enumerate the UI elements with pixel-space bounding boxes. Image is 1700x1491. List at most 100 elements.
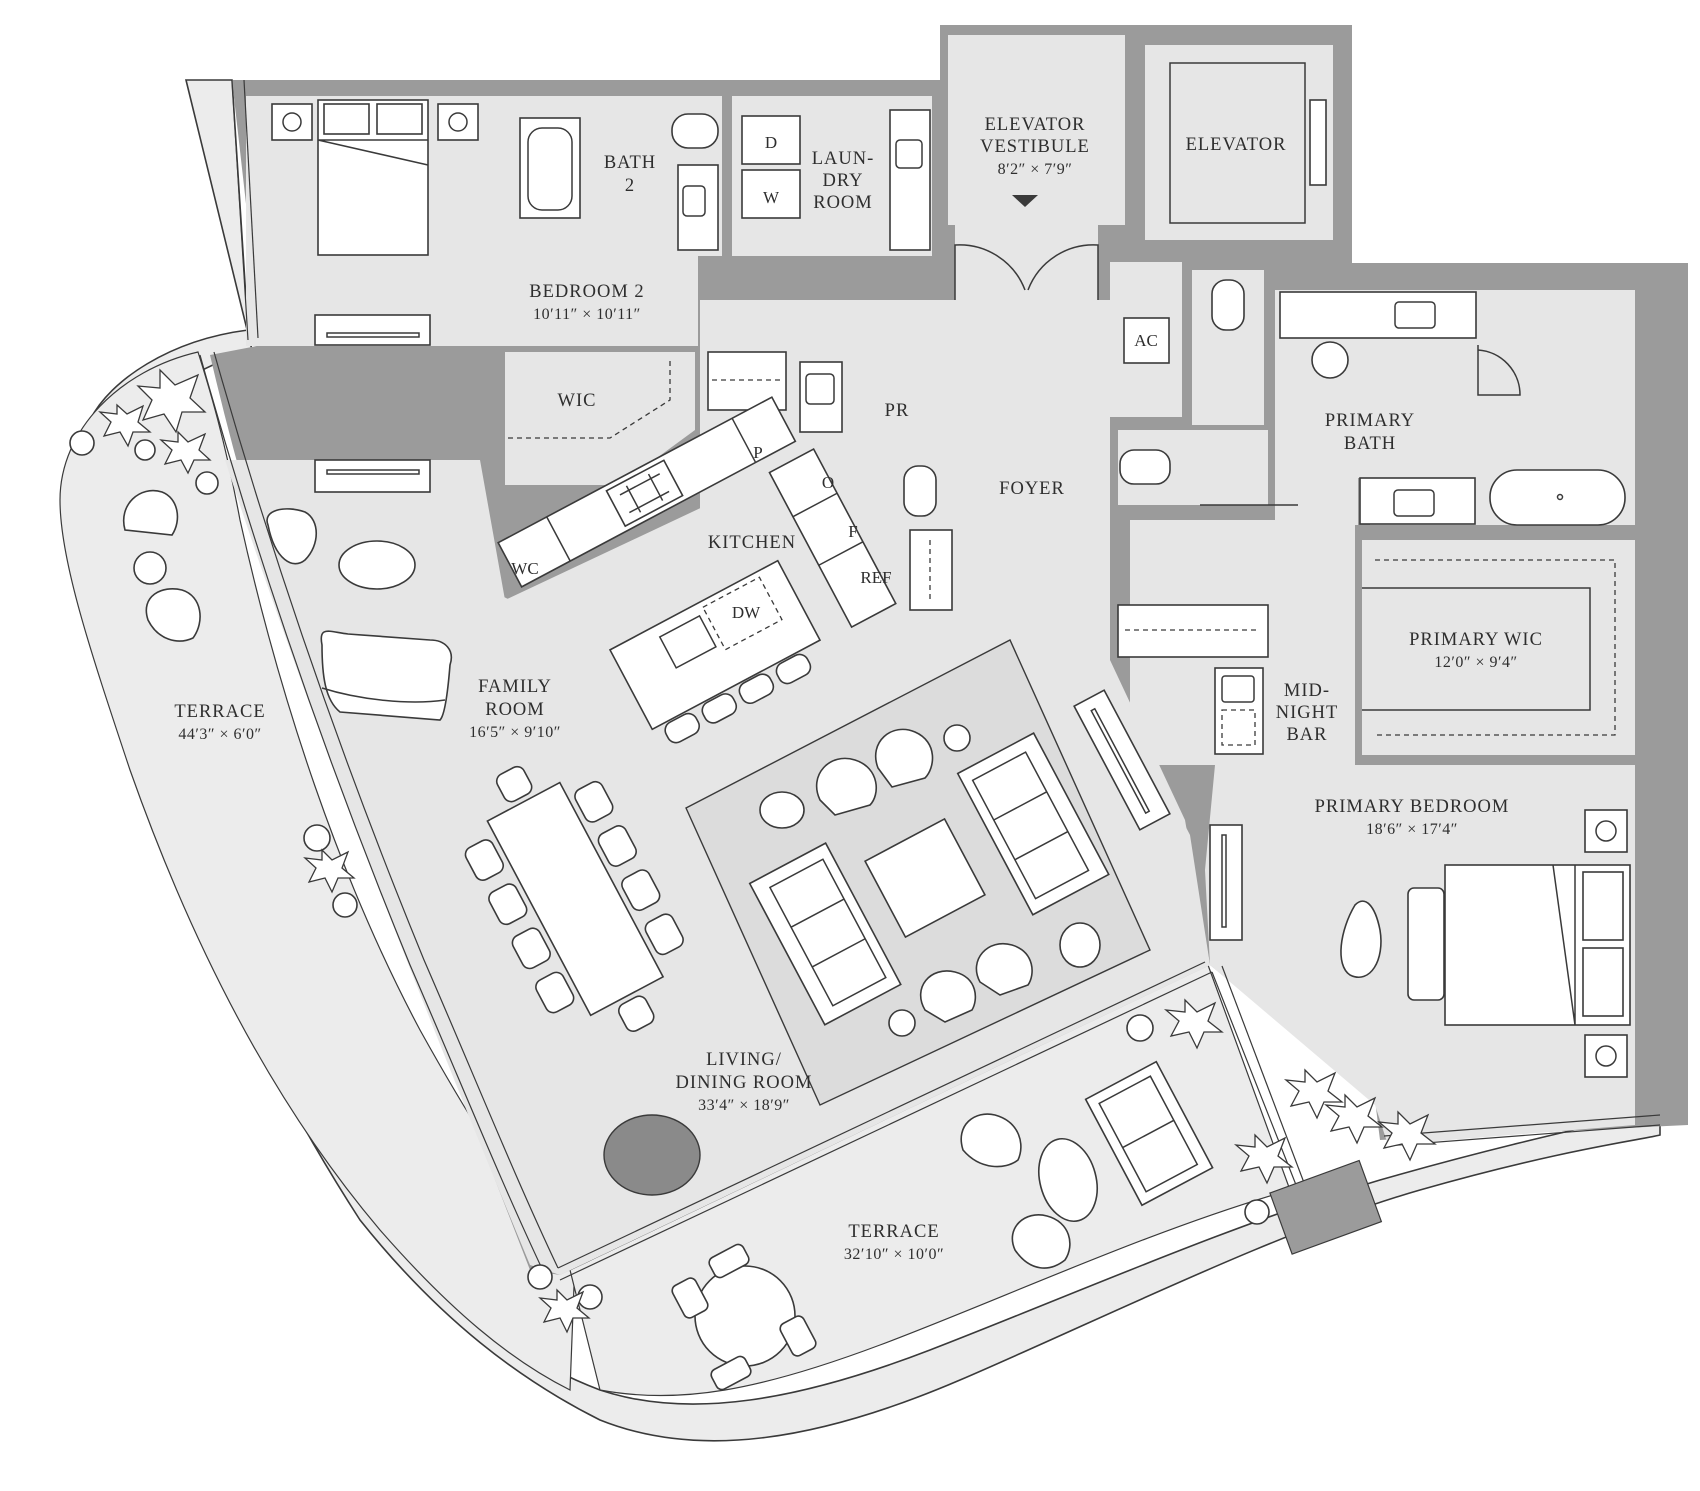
bed2-sheet — [317, 139, 429, 166]
dining-chair-l3 — [511, 927, 551, 970]
terrace-dining-chair-right — [779, 1315, 817, 1357]
primary-bed-pillow-bottom — [1582, 947, 1624, 1017]
laundry-name-2: DRY — [822, 171, 863, 191]
terrace-west-dims: 44′3″ × 6′0″ — [178, 726, 261, 743]
freezer-label: F — [848, 522, 857, 541]
terrace-west-side-table-3 — [134, 439, 156, 461]
pr-name: PR — [885, 401, 910, 421]
plant-east-4 — [1233, 1133, 1294, 1185]
plant-east-1 — [1283, 1068, 1344, 1120]
plant-west-1 — [136, 368, 207, 434]
vestibule-name-2: VESTIBULE — [980, 137, 1090, 157]
bathtub-2-inner — [527, 127, 573, 211]
primary-bed-pillow-top — [1582, 871, 1624, 941]
bedroom2-name: BEDROOM 2 — [529, 282, 644, 302]
laundry-sink — [889, 109, 931, 251]
lamp-left-icon — [282, 112, 302, 132]
south-glazing — [559, 971, 1213, 1281]
dining-chair-l1 — [464, 839, 505, 881]
wic-name: WIC — [558, 391, 597, 411]
midnight-bar-name-1: MID- — [1284, 681, 1330, 701]
ac-unit — [1123, 317, 1170, 364]
west-glazing-inner — [213, 351, 559, 1269]
primary-lamp-top-icon — [1595, 820, 1617, 842]
dining-chair-bottom — [617, 995, 655, 1032]
living-sofa-left-body — [748, 842, 902, 1026]
vestibule-double-door — [954, 244, 1099, 300]
laundry-name-3: ROOM — [813, 193, 873, 213]
primary-tv — [1221, 834, 1227, 928]
pr-closet — [909, 529, 953, 611]
terrace-lounge-chair-2 — [1011, 1214, 1071, 1269]
primary-vanity-top — [1279, 291, 1477, 339]
kitchen-island-sink — [658, 614, 717, 669]
dining-chair-r1 — [574, 780, 614, 823]
vestibule-floor — [948, 35, 1125, 300]
kitchen-p-divider — [731, 417, 757, 463]
primary-bench — [1407, 887, 1445, 1001]
family-room-dims: 16′5″ × 9′10″ — [469, 724, 561, 741]
living-coffee-table-top — [863, 817, 987, 939]
primary-bath-door — [1477, 345, 1521, 396]
wic-shelf — [508, 360, 671, 439]
midnight-bar-cabinet — [1221, 709, 1256, 746]
primary-lounge-chair — [1340, 900, 1382, 978]
primary-bath-name-2: BATH — [1344, 434, 1396, 454]
plant-west-4 — [303, 848, 356, 894]
primary-nightstand-bottom — [1584, 1034, 1628, 1078]
terrace-sofa-cushion-line — [1122, 1119, 1175, 1149]
living-media-console — [1073, 689, 1171, 831]
living-side-table-3 — [888, 1009, 916, 1037]
plants — [98, 368, 1437, 1334]
wc-label: WC — [511, 559, 538, 578]
primary-bedroom-name: PRIMARY BEDROOM — [1315, 797, 1510, 817]
washer-label: W — [763, 188, 780, 207]
toilet-east-2 — [1119, 449, 1171, 485]
kitchen-name: KITCHEN — [708, 533, 796, 553]
primary-wic-dims: 12′0″ × 9′4″ — [1434, 654, 1517, 671]
living-side-table-2 — [943, 724, 971, 752]
plant-east-2 — [1323, 1093, 1384, 1145]
primary-vanity-bottom — [1359, 477, 1476, 525]
dining-chair-r3 — [621, 869, 661, 912]
primary-wic-inner — [1362, 587, 1591, 711]
plant-west-3 — [159, 430, 212, 475]
living-media-console-tv — [1090, 707, 1151, 815]
midnight-bar-counter — [1117, 604, 1269, 658]
bed2-pillow-left — [323, 103, 370, 135]
dining-chair-r4 — [644, 913, 684, 956]
primary-nightstand-top — [1584, 809, 1628, 853]
living-sofa-left — [748, 842, 902, 1026]
terrace-lounge-chair-1 — [960, 1113, 1022, 1168]
living-chair-1 — [815, 757, 877, 816]
primary-bath-name-1: PRIMARY — [1325, 411, 1415, 431]
plant-south-1 — [1163, 998, 1224, 1050]
living-dining-dims: 33′4″ × 18′9″ — [698, 1097, 790, 1114]
foyer-name: FOYER — [999, 479, 1065, 499]
dishwasher-label: DW — [732, 603, 761, 622]
terrace-south-name: TERRACE — [848, 1222, 939, 1242]
bedroom2-tv — [326, 332, 420, 338]
south-glazing-inner — [557, 961, 1206, 1269]
dining-table — [464, 765, 684, 1032]
island-stool-1 — [664, 712, 700, 744]
kitchen-island-dishwasher — [701, 576, 783, 651]
terrace-west-chair-2 — [145, 588, 201, 642]
sink-2-basin — [682, 185, 706, 217]
nightstand-right — [437, 103, 479, 141]
terrace-west-side-table-5 — [303, 824, 331, 852]
island-stool-4 — [775, 653, 812, 685]
family-room-name-1: FAMILY — [478, 677, 552, 697]
bedroom2-west-glazing — [231, 79, 249, 341]
living-chair-3 — [919, 970, 977, 1023]
living-dining-name-2: DINING ROOM — [676, 1073, 813, 1093]
midnight-bar-sink-basin — [1221, 675, 1255, 703]
terrace-sofa — [1084, 1060, 1214, 1207]
terrace-west-side-table-2 — [69, 430, 95, 456]
elevator-panel — [1309, 99, 1327, 186]
primary-bath-floor — [1275, 290, 1635, 525]
terrace-dining-chair-bottom — [710, 1355, 752, 1391]
sink-2 — [677, 164, 719, 251]
primary-bed-sheet — [1552, 864, 1576, 1026]
